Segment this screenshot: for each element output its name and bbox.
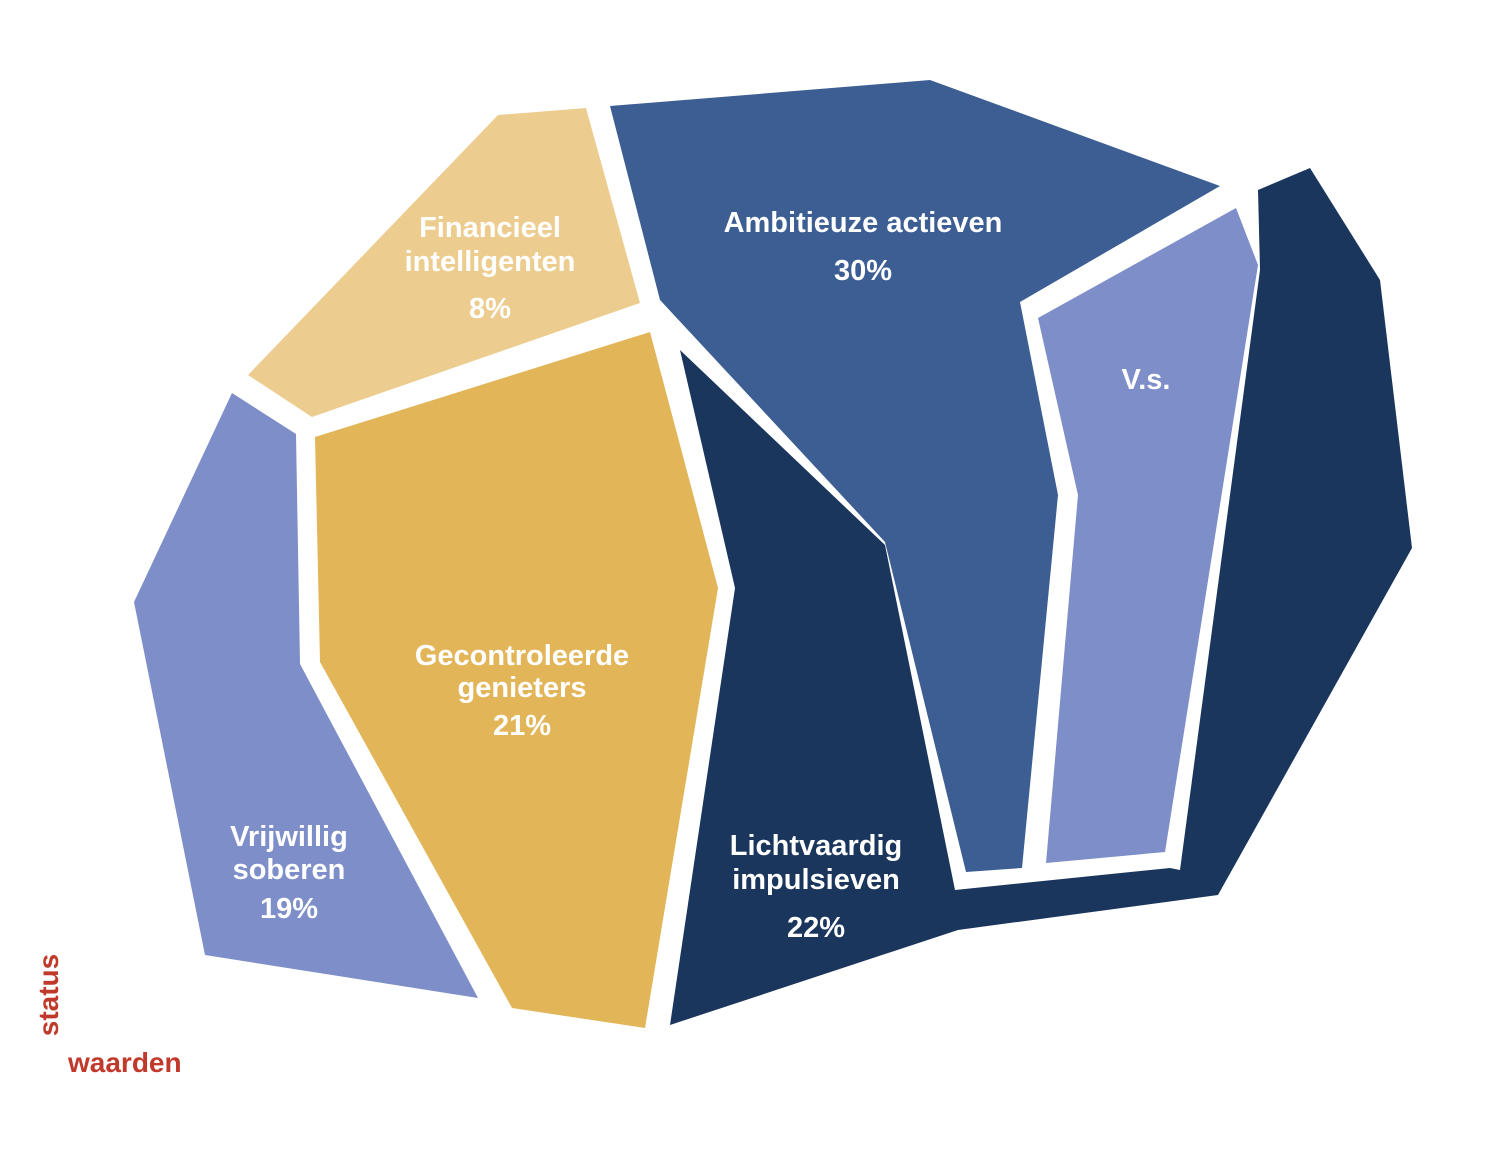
shape-ambitieuze: [610, 80, 1220, 872]
ambitieuze-value: 30%: [834, 255, 892, 287]
axis-label-status: status: [33, 954, 64, 1036]
ambitieuze-line1: Ambitieuze actieven: [724, 207, 1003, 239]
axis-label-waarden: waarden: [67, 1047, 182, 1078]
lichtvaardig-value: 22%: [787, 912, 845, 944]
label-ambitieuze: Ambitieuze actieven 30%: [724, 207, 1003, 287]
financieel-value: 8%: [469, 293, 511, 325]
vs-line1: V.s.: [1122, 364, 1171, 396]
shape-financieel: [248, 108, 640, 417]
gecontroleerde-line1: Gecontroleerde: [415, 640, 629, 672]
gecontroleerde-line2: genieters: [458, 672, 587, 704]
lichtvaardig-line2: impulsieven: [732, 864, 900, 896]
label-lichtvaardig: Lichtvaardig impulsieven 22%: [730, 830, 902, 944]
shape-gecontroleerde: [315, 332, 718, 1028]
lichtvaardig-line1: Lichtvaardig: [730, 830, 902, 862]
gecontroleerde-value: 21%: [493, 710, 551, 742]
shape-lichtvaardig: [670, 168, 1412, 1025]
label-financieel: Financieel intelligenten 8%: [405, 212, 576, 325]
vrijwillig-line2: soberen: [233, 854, 346, 886]
label-gecontroleerde: Gecontroleerde genieters 21%: [415, 640, 629, 742]
vrijwillig-line1: Vrijwillig: [230, 821, 348, 853]
financieel-line2: intelligenten: [405, 246, 576, 278]
shape-vrijwillig: [134, 393, 478, 998]
label-vrijwillig: Vrijwillig soberen 19%: [230, 821, 348, 925]
vrijwillig-value: 19%: [260, 893, 318, 925]
shape-vs: [1038, 208, 1258, 863]
label-vs: V.s.: [1122, 364, 1171, 396]
financieel-line1: Financieel: [419, 212, 561, 244]
